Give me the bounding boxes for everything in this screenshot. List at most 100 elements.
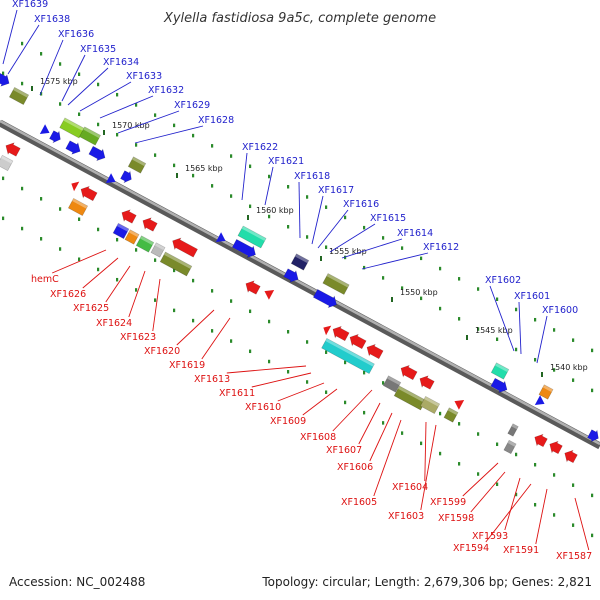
gene-label[interactable]: XF1602 — [485, 275, 521, 286]
track-dot — [401, 246, 404, 250]
gene-label[interactable]: XF1587 — [556, 551, 592, 562]
track-dot — [40, 197, 43, 201]
gene-arrow — [120, 170, 132, 184]
leader-line — [462, 462, 499, 497]
gene-label[interactable]: XF1603 — [388, 511, 424, 522]
gene-block — [290, 253, 310, 271]
gene-label[interactable]: XF1620 — [144, 346, 180, 357]
kbp-tick-mark — [31, 86, 33, 91]
track-dot — [21, 41, 24, 46]
gene-label[interactable]: XF1615 — [370, 213, 406, 224]
gene-label[interactable]: XF1612 — [423, 242, 459, 253]
track-dot — [287, 185, 290, 189]
gene-label[interactable]: XF1604 — [392, 482, 428, 493]
track-dot — [306, 235, 309, 239]
leader-line — [361, 252, 429, 270]
gene-label[interactable]: XF1623 — [120, 332, 156, 343]
gene-label[interactable]: XF1609 — [270, 416, 306, 427]
leader-line — [485, 483, 532, 543]
gene-arrow — [564, 449, 578, 464]
track-dot — [287, 330, 290, 334]
track-dot — [325, 350, 328, 354]
gene-label[interactable]: XF1624 — [96, 318, 132, 329]
gene-block — [127, 156, 147, 174]
gene-label[interactable]: XF1635 — [80, 44, 116, 55]
gene-label[interactable]: XF1599 — [430, 497, 466, 508]
leader-line — [424, 421, 427, 482]
gene-arrow — [264, 290, 275, 300]
gene-label[interactable]: hemC — [31, 274, 59, 285]
track-dot — [154, 113, 157, 117]
leader-line — [574, 497, 590, 551]
track-dot — [173, 123, 176, 128]
track-dot — [553, 328, 556, 332]
track-dot — [40, 237, 43, 241]
gene-label[interactable]: XF1608 — [300, 432, 336, 443]
gene-label[interactable]: XF1598 — [438, 513, 474, 524]
gene-label[interactable]: XF1619 — [169, 360, 205, 371]
track-dot — [116, 92, 119, 97]
leader-line — [79, 81, 132, 112]
track-dot — [230, 299, 233, 303]
gene-label[interactable]: XF1600 — [542, 305, 578, 316]
map-title: Xylella fastidiosa 9a5c, complete genome — [163, 11, 436, 26]
kbp-tick-label: 1540 kbp — [550, 363, 588, 372]
gene-block — [490, 362, 510, 380]
gene-label[interactable]: XF1607 — [326, 445, 362, 456]
gene-label[interactable]: XF1613 — [194, 374, 230, 385]
gene-label[interactable]: XF1634 — [103, 57, 139, 68]
gene-label[interactable]: XF1622 — [242, 142, 278, 153]
gene-label[interactable]: XF1638 — [34, 14, 70, 25]
leader-line — [152, 278, 161, 332]
gene-label[interactable]: XF1594 — [453, 543, 489, 554]
gene-label[interactable]: XF1625 — [73, 303, 109, 314]
track-dot — [192, 278, 195, 283]
gene-label[interactable]: XF1621 — [268, 156, 304, 167]
track-dot — [363, 225, 366, 230]
reverse-gene-labels: hemC XF1626XF1625XF1624XF1623XF1620XF1619… — [31, 274, 592, 562]
leader-line — [302, 388, 338, 416]
gene-label[interactable]: XF1617 — [318, 185, 354, 196]
track-dot — [173, 268, 176, 273]
track-dot — [97, 82, 100, 87]
track-dot — [496, 297, 499, 302]
gene-block — [8, 86, 30, 106]
track-dot — [230, 194, 233, 198]
gene-label[interactable]: XF1591 — [503, 545, 539, 556]
track-dot — [477, 432, 480, 436]
gene-label[interactable]: XF1632 — [148, 85, 184, 96]
track-dot — [192, 318, 195, 323]
leader-line — [369, 412, 393, 462]
gene-label[interactable]: XF1629 — [174, 100, 210, 111]
gene-block — [237, 225, 267, 249]
gene-label[interactable]: XF1618 — [294, 171, 330, 182]
gene-label[interactable]: XF1593 — [472, 531, 508, 542]
track-dot — [572, 378, 575, 382]
gene-label[interactable]: XF1606 — [337, 462, 373, 473]
gene-label[interactable]: XF1639 — [12, 0, 48, 10]
leader-line — [518, 301, 522, 355]
gene-label[interactable]: XF1616 — [343, 199, 379, 210]
genome-summary-text: Topology: circular; Length: 2,679,306 bp… — [262, 575, 592, 589]
gene-label[interactable]: XF1601 — [514, 291, 550, 302]
track-dot — [439, 451, 442, 456]
gene-arrow — [349, 333, 367, 350]
gene-label[interactable]: XF1636 — [58, 29, 94, 40]
track-dot — [59, 62, 62, 66]
track-dot — [572, 483, 575, 487]
gene-label[interactable]: XF1611 — [219, 388, 255, 399]
track-dot — [420, 441, 423, 446]
track-dot — [496, 337, 499, 342]
leader-line — [311, 195, 324, 245]
gene-label[interactable]: XF1633 — [126, 71, 162, 82]
leader-line — [535, 488, 548, 545]
gene-label[interactable]: XF1628 — [198, 115, 234, 126]
gene-label[interactable]: XF1610 — [245, 402, 281, 413]
gene-label[interactable]: XF1626 — [50, 289, 86, 300]
gene-block — [443, 407, 459, 423]
kbp-tick-label: 1555 kbp — [329, 247, 367, 256]
gene-label[interactable]: XF1605 — [341, 497, 377, 508]
gene-label[interactable]: XF1614 — [397, 228, 433, 239]
gene-arrow — [0, 72, 10, 87]
